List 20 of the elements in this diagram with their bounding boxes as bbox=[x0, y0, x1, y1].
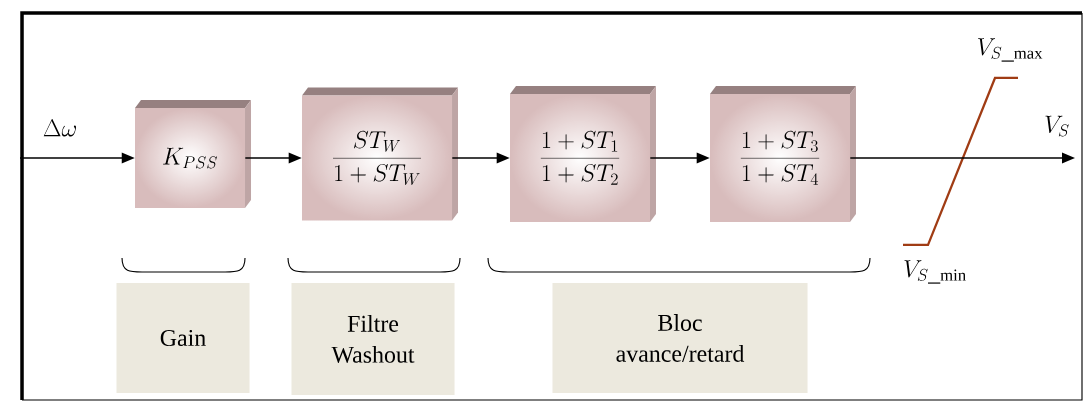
edge-label: $V_S$ bbox=[1045, 115, 1069, 137]
limit-label: $V_{S\_\mathrm{min}}$ bbox=[904, 260, 966, 284]
node-label: $\frac{1+ST_3}{1+ST_4}$ bbox=[740, 130, 820, 185]
label-box: Filtre Washout bbox=[291, 283, 455, 395]
arrow bbox=[849, 152, 1075, 164]
limit-label: $V_{S\_\mathrm{max}}$ bbox=[978, 38, 1043, 62]
transfer-block: $\frac{ST_W}{1+ST_W}$ bbox=[302, 87, 458, 221]
arrow bbox=[244, 152, 302, 164]
label-box: Gain bbox=[116, 283, 250, 393]
edge-label: $\Delta\omega$ bbox=[43, 119, 76, 137]
arrow bbox=[649, 152, 710, 164]
label-box: Bloc avance/retard bbox=[552, 283, 808, 393]
node-label: $K_{PSS}$ bbox=[163, 147, 217, 169]
node-label: $\frac{1+ST_1}{1+ST_2}$ bbox=[540, 130, 620, 185]
arrow bbox=[451, 152, 510, 164]
transfer-block: $K_{PSS}$ bbox=[135, 100, 251, 208]
transfer-block: $\frac{1+ST_3}{1+ST_4}$ bbox=[710, 86, 856, 222]
transfer-block: $\frac{1+ST_1}{1+ST_2}$ bbox=[510, 86, 656, 222]
arrow bbox=[19, 152, 135, 164]
node-label: $\frac{ST_W}{1+ST_W}$ bbox=[333, 130, 422, 186]
